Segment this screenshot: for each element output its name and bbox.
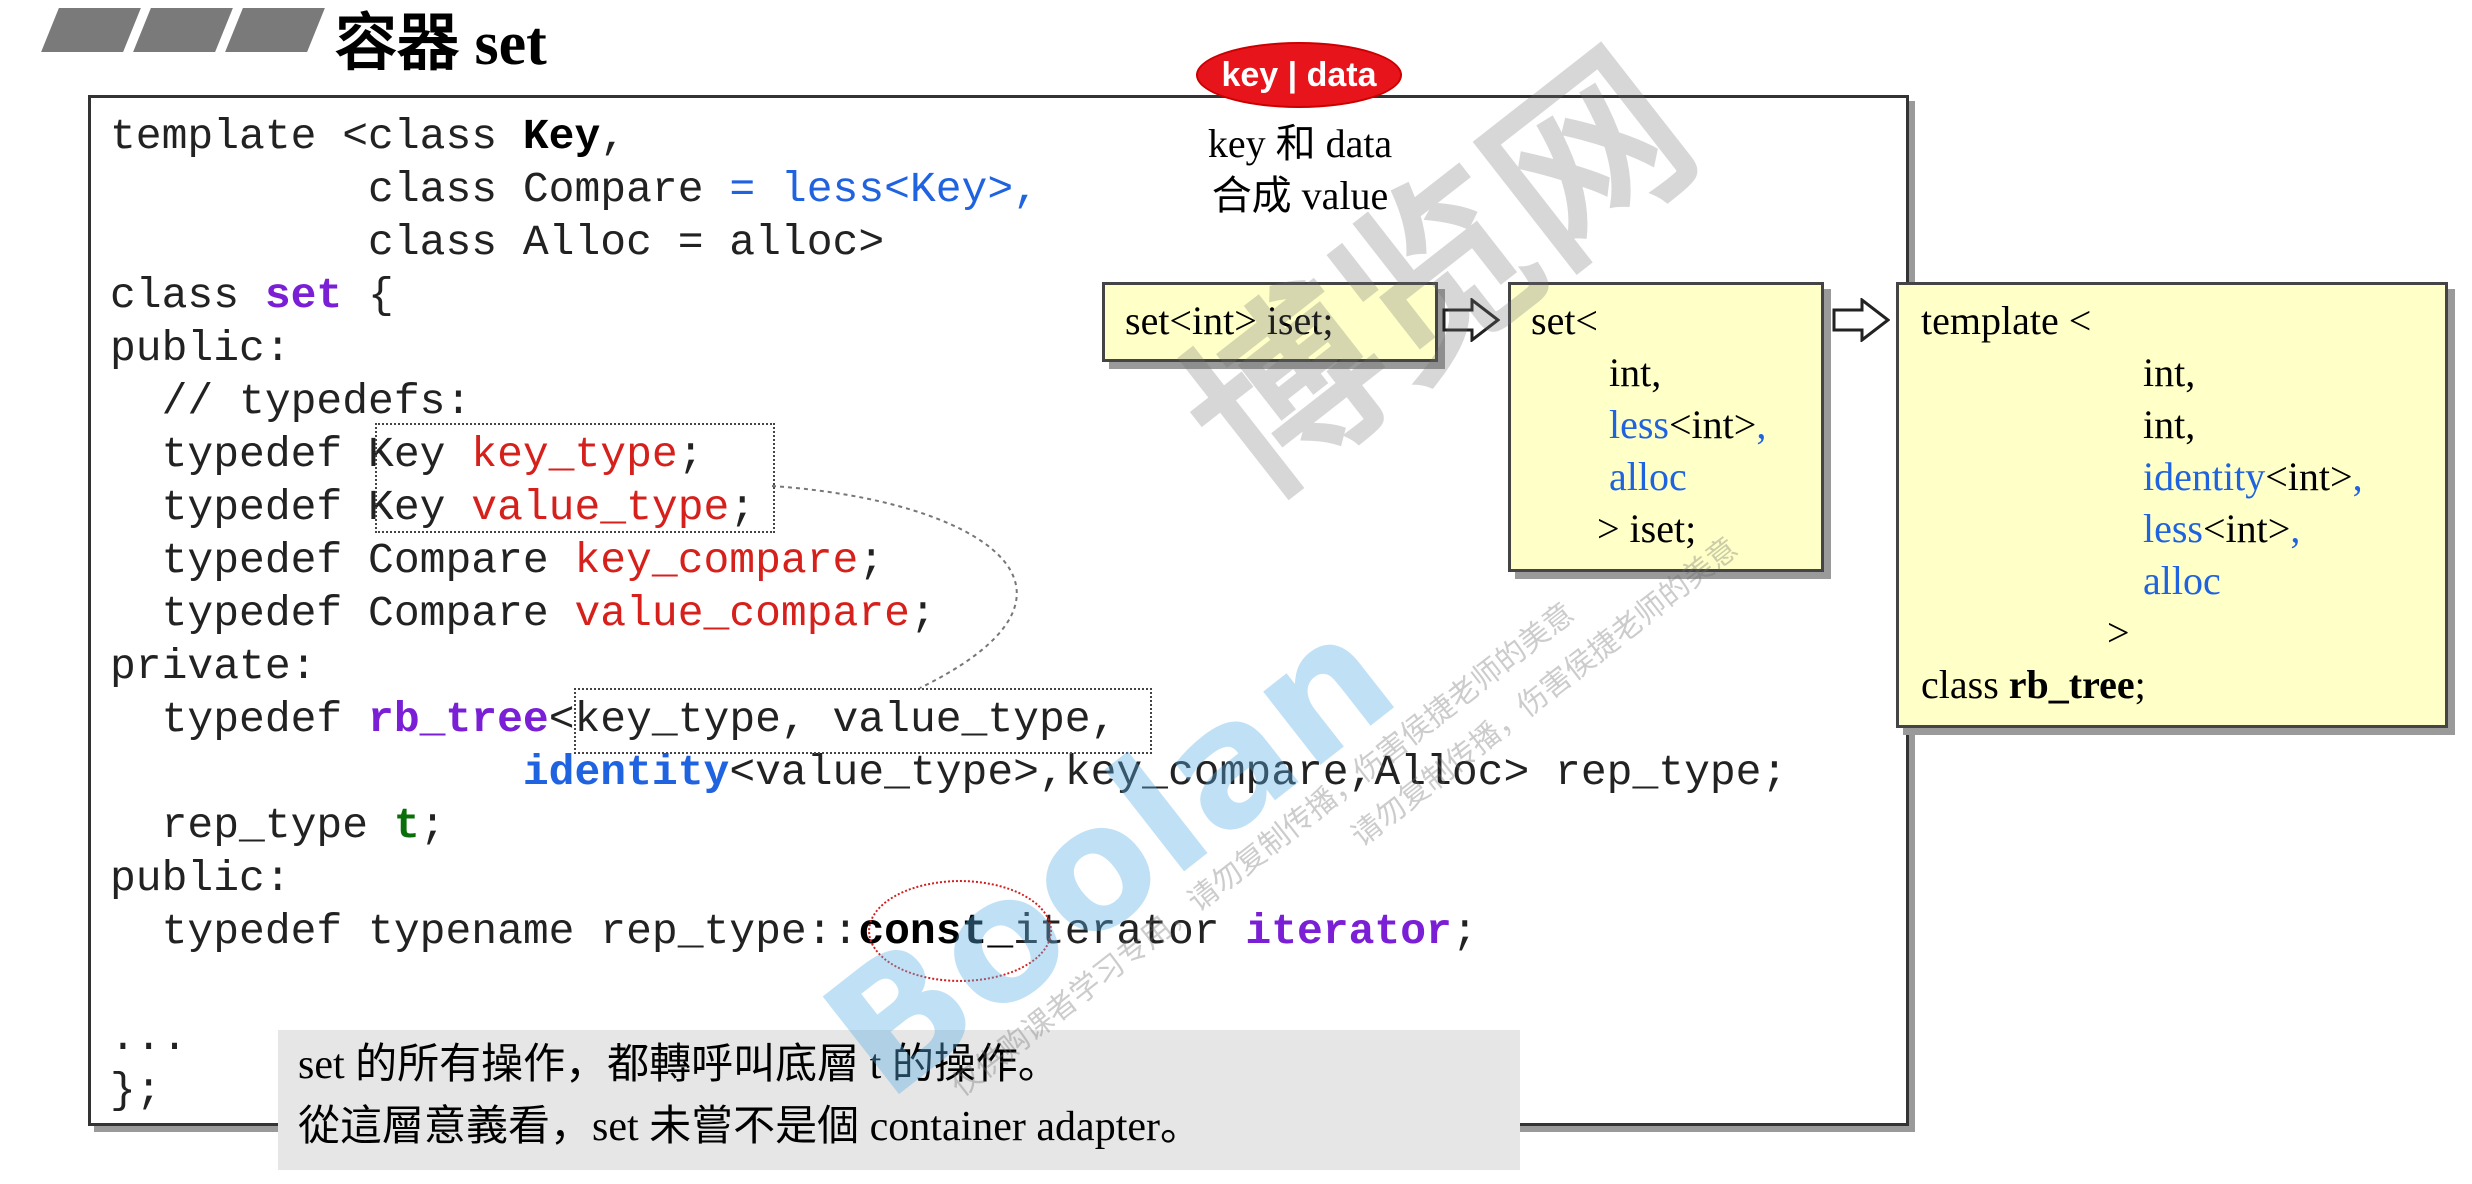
code-line-6: // typedefs: bbox=[110, 377, 472, 426]
set-template-args-box: set< int, less<int>, alloc > iset; bbox=[1508, 282, 1824, 572]
const-highlight-ellipse bbox=[868, 880, 1052, 982]
code-line-4: class set { bbox=[110, 271, 394, 320]
code-listing: template <class Key, class Compare = les… bbox=[110, 110, 1787, 1117]
code-line-2: class Compare = less<Key>, bbox=[110, 165, 1039, 214]
key-data-caption: key 和 data 合成 value bbox=[1207, 121, 1393, 218]
code-line-19: }; bbox=[110, 1066, 162, 1115]
code-line-10: typedef Compare value_compare; bbox=[110, 589, 936, 638]
code-line-8: typedef Key value_type; bbox=[110, 483, 756, 532]
code-line-1: template <class Key, bbox=[110, 112, 627, 161]
arrow-right-icon bbox=[1442, 298, 1500, 342]
code-line-13: identity<value_type>,key_compare,Alloc> … bbox=[522, 748, 1788, 797]
key-data-badge: key | data bbox=[1196, 42, 1402, 108]
iset-declaration-box: set<int> iset; bbox=[1102, 282, 1438, 362]
code-line-3: class Alloc = alloc> bbox=[110, 218, 885, 267]
code-line-9: typedef Compare key_compare; bbox=[110, 536, 885, 585]
page-title: 容器 set bbox=[335, 6, 547, 79]
rb-tree-args-highlight-box bbox=[574, 688, 1152, 754]
arrow-right-icon bbox=[1832, 298, 1890, 342]
code-line-7: typedef Key key_type; bbox=[110, 430, 704, 479]
explanation-note: set 的所有操作，都轉呼叫底層 t 的操作。 從這層意義看，set 未嘗不是個… bbox=[278, 1030, 1520, 1170]
code-line-12: typedef rb_tree<key_type, value_type, bbox=[110, 695, 1117, 744]
code-line-15: public: bbox=[110, 854, 291, 903]
code-line-14: rep_type t; bbox=[110, 801, 446, 850]
key-type-highlight-box bbox=[375, 423, 775, 533]
code-line-5: public: bbox=[110, 324, 291, 373]
rb-tree-template-box: template < int, int, identity<int>, less… bbox=[1896, 282, 2448, 728]
code-line-18: ... bbox=[110, 1013, 188, 1062]
code-line-11: private: bbox=[110, 642, 317, 691]
